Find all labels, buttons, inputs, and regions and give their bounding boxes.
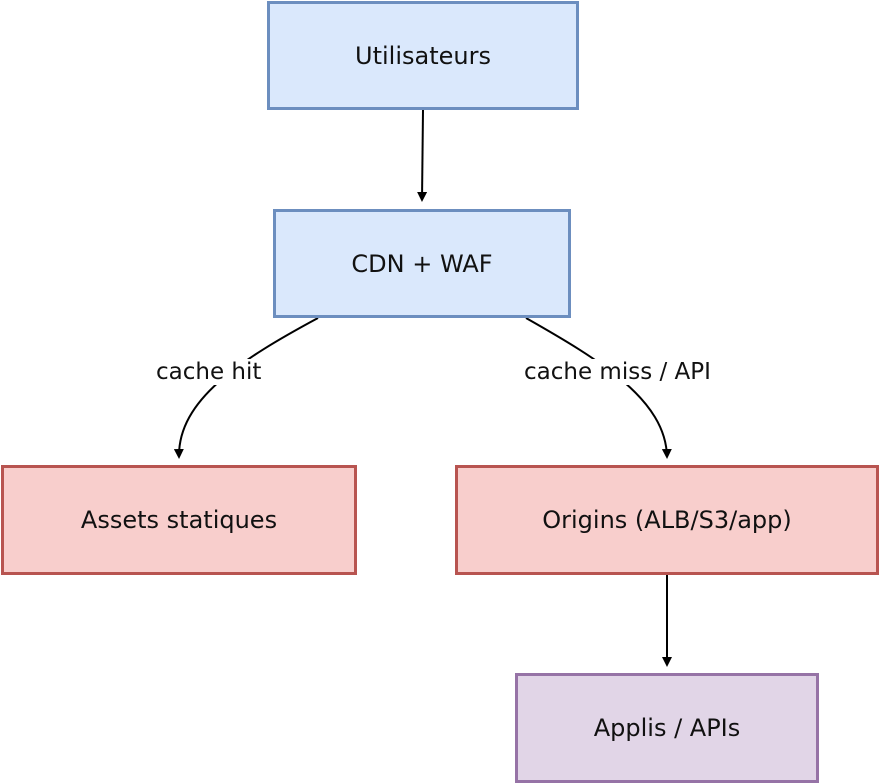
node-applis-apis[interactable]: Applis / APIs (515, 673, 819, 783)
node-assets-statiques[interactable]: Assets statiques (1, 465, 357, 575)
node-origins[interactable]: Origins (ALB/S3/app) (455, 465, 879, 575)
node-utilisateurs[interactable]: Utilisateurs (267, 1, 579, 110)
node-cdn-waf[interactable]: CDN + WAF (273, 209, 571, 318)
edge-label-cache-hit: cache hit (154, 359, 264, 385)
node-label: Applis / APIs (593, 714, 741, 742)
edge-cdn-to-static (173, 317, 319, 459)
node-label: Utilisateurs (355, 41, 491, 70)
node-label: CDN + WAF (351, 249, 493, 278)
node-label: Origins (ALB/S3/app) (542, 506, 792, 534)
node-label: Assets statiques (80, 506, 278, 534)
edge-users-to-cdn (417, 109, 428, 202)
edge-label-cache-miss: cache miss / API (522, 359, 713, 385)
edge-cdn-to-origins (525, 317, 672, 459)
